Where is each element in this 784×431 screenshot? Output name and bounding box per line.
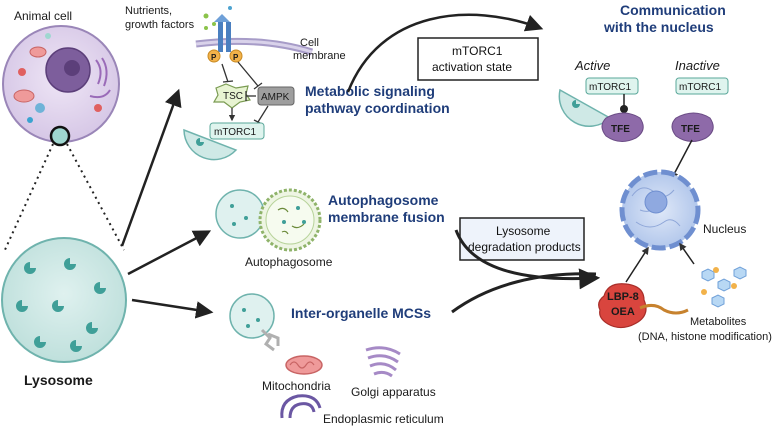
- communication-heading-line1: Communication: [620, 2, 726, 18]
- mtorc1-label: mTORC1: [214, 127, 256, 138]
- lysosome-segment-icon: [183, 128, 238, 161]
- phospho-p-icon: [207, 49, 221, 63]
- vesicle-icon: [18, 68, 26, 76]
- autophagosome-group: Autophagosome Autophagosome membrane fus…: [215, 188, 445, 269]
- inactive-tfe-icon: [671, 112, 714, 142]
- mitochondrion-icon: [13, 89, 35, 103]
- arrow-to-mcs: [131, 298, 214, 319]
- lysosome-icon: [1, 237, 127, 363]
- mcs-heading: Inter-organelle MCSs: [291, 305, 431, 321]
- metabolites-label-line2: (DNA, histone modification): [638, 331, 772, 343]
- active-tfe-icon: [601, 112, 644, 142]
- mitochondria-label: Mitochondria: [262, 379, 331, 393]
- arrow-tfe-to-nucleus: [671, 139, 693, 180]
- arrow-metabolites-to-nucleus: [679, 242, 695, 265]
- oea-chain-icon: [639, 303, 689, 315]
- metabolic-heading-line1: Metabolic signaling: [305, 83, 435, 99]
- degradation-products-box: [459, 217, 585, 261]
- nutrient-particles: [203, 6, 232, 30]
- animal-cell-label: Animal cell: [14, 9, 72, 23]
- arrow-mcs-to-nucleus: [451, 272, 597, 314]
- cell-membrane-label-line2: membrane: [293, 50, 346, 62]
- vesicle-icon: [27, 117, 33, 123]
- arrow-degradation-to-nucleus: [454, 229, 601, 290]
- autophagosome-heading-line1: Autophagosome: [328, 192, 439, 208]
- communication-heading-line2: with the nucleus: [603, 19, 714, 35]
- tsc-label: TSC: [223, 91, 243, 102]
- lysosome-enzymes: [16, 258, 106, 352]
- phospho-p-icon: [229, 49, 243, 63]
- metabolites-icon: [701, 266, 747, 308]
- lbp8-group: LBP-8 OEA Metabolites (DNA, histone modi…: [598, 242, 772, 343]
- vesicle-icon: [35, 103, 45, 113]
- mtorc1-activation-line2: activation state: [432, 60, 512, 74]
- active-tfe-label: TFE: [611, 124, 630, 135]
- vesicle-icon: [94, 104, 102, 112]
- receptor-icon: [214, 14, 231, 52]
- nucleolus-icon: [64, 60, 80, 76]
- mitochondria-icon: [285, 355, 323, 375]
- inactive-mtorc1-box: [675, 77, 729, 95]
- metabolites-label-line1: Metabolites: [690, 316, 747, 328]
- lbp8-icon: [598, 283, 647, 329]
- svg-text:P: P: [233, 53, 239, 62]
- zoom-line-left: [3, 143, 54, 253]
- lbp8-label: LBP-8: [607, 291, 639, 303]
- golgi-icon: [365, 346, 401, 378]
- arrow-lbp8-to-nucleus: [625, 246, 649, 283]
- nutrients-label-line2: growth factors: [125, 19, 195, 31]
- nucleus-group: Nucleus: [619, 169, 746, 251]
- communication-group: Communication with the nucleus Active In…: [558, 2, 729, 180]
- er-icon: [89, 57, 111, 99]
- metabolic-signaling-group: Nutrients, growth factors Cell membrane …: [125, 5, 450, 161]
- mitochondrion-icon: [29, 46, 47, 58]
- arrow-to-metabolic: [120, 88, 182, 247]
- zoom-line-right: [66, 143, 125, 251]
- lysosome-label: Lysosome: [24, 372, 93, 388]
- er-label: Endoplasmic reticulum: [323, 412, 444, 426]
- mtorc1-box: [209, 122, 265, 140]
- mtorc1-activation-box: [417, 37, 539, 81]
- degradation-products-line2: degradation products: [468, 240, 581, 254]
- arrow-to-communication: [346, 13, 544, 93]
- golgi-label: Golgi apparatus: [351, 385, 436, 399]
- cell-membrane-label-line1: Cell: [300, 37, 319, 49]
- mcs-lysosome-icon: [229, 293, 275, 339]
- nucleus-label: Nucleus: [703, 222, 746, 236]
- nucleolus-icon: [644, 190, 668, 214]
- nutrients-label-line1: Nutrients,: [125, 5, 172, 17]
- tsc-icon: [212, 83, 251, 109]
- arrow-to-autophagosome: [127, 230, 212, 276]
- inactive-mtorc1-label: mTORC1: [679, 82, 721, 93]
- highlighted-lysosome-icon: [49, 125, 71, 147]
- active-lysosome-segment-icon: [558, 88, 612, 127]
- inactive-tfe-label: TFE: [681, 124, 700, 135]
- animal-cell-group: Animal cell: [2, 9, 120, 147]
- tether-icon: [260, 328, 280, 352]
- svg-text:P: P: [211, 53, 217, 62]
- autophagosome-label: Autophagosome: [245, 255, 333, 269]
- mcs-group: Inter-organelle MCSs Mitochondria Golgi …: [229, 293, 444, 426]
- active-mtorc1-label: mTORC1: [589, 82, 631, 93]
- active-mtorc1-box: [585, 77, 639, 95]
- active-label: Active: [574, 58, 610, 73]
- mtorc1-activation-line1: mTORC1: [452, 44, 503, 58]
- vesicle-icon: [45, 33, 51, 39]
- metabolic-heading-line2: pathway coordination: [305, 100, 450, 116]
- ampk-icon: [257, 86, 295, 106]
- lysosome-group: Lysosome: [1, 237, 127, 388]
- fusing-lysosome-icon: [215, 189, 265, 239]
- inactive-label: Inactive: [675, 58, 720, 73]
- degradation-products-line1: Lysosome: [496, 224, 551, 238]
- ampk-label: AMPK: [261, 92, 290, 103]
- oea-label: OEA: [611, 306, 635, 318]
- er-icon: [280, 394, 322, 419]
- autophagosome-heading-line2: membrane fusion: [328, 209, 445, 225]
